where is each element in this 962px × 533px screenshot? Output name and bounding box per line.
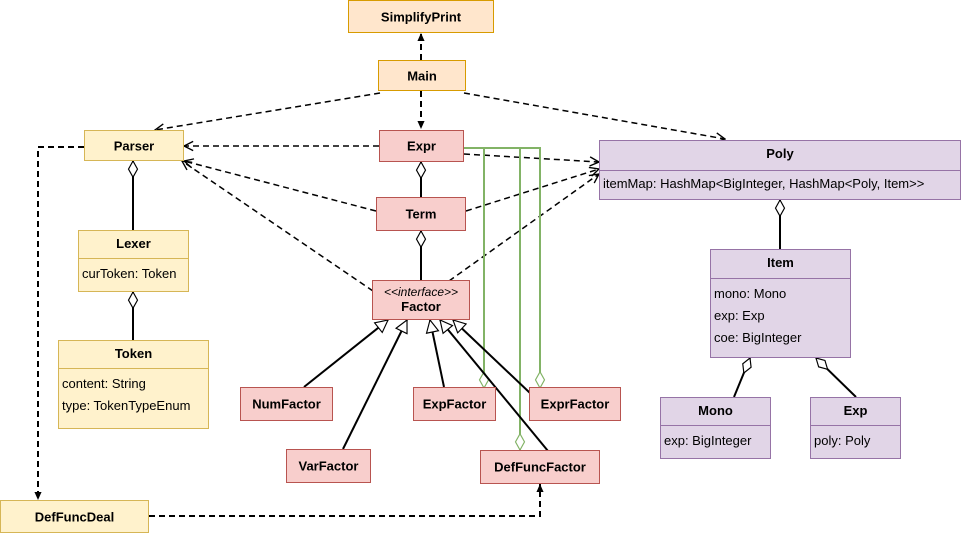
class-varfactor[interactable]: VarFactor	[286, 449, 371, 483]
class-item-field: mono: Mono	[714, 286, 787, 301]
class-deffuncfactor-name: DefFuncFactor	[494, 459, 586, 475]
impl-deffuncfactor-factor	[440, 320, 549, 452]
class-lexer[interactable]: Lexer curToken: Token	[78, 230, 189, 292]
class-exprfactor[interactable]: ExprFactor	[529, 387, 621, 421]
class-simplifyprint-name: SimplifyPrint	[380, 9, 462, 24]
class-exp-fields: poly: Poly	[811, 426, 900, 452]
class-exp[interactable]: Exp poly: Poly	[810, 397, 901, 459]
class-token-name: Token	[59, 341, 208, 369]
impl-numfactor-factor	[303, 320, 388, 388]
class-term-name: Term	[405, 206, 437, 222]
class-simplifyprint[interactable]: SimplifyPrint	[348, 0, 494, 33]
class-lexer-name: Lexer	[79, 231, 188, 259]
class-factor-stereotype: <<interface>>	[383, 285, 459, 299]
class-item-fields: mono: Mono exp: Exp coe: BigInteger	[711, 279, 850, 349]
class-mono-name: Mono	[661, 398, 770, 426]
dep-main-parser	[155, 92, 381, 130]
class-deffuncdeal[interactable]: DefFuncDeal	[0, 500, 149, 533]
class-poly-name: Poly	[600, 141, 960, 171]
impl-varfactor-factor	[342, 320, 408, 450]
class-mono-fields: exp: BigInteger	[661, 426, 770, 452]
class-parser[interactable]: Parser	[84, 130, 184, 161]
dep-factor-poly	[448, 174, 599, 282]
dep-term-poly	[465, 169, 599, 212]
agg-exp-item	[816, 358, 857, 398]
class-deffuncfactor[interactable]: DefFuncFactor	[480, 450, 600, 484]
agg-mono-item	[733, 358, 750, 398]
class-token-field: content: String	[62, 376, 146, 391]
agg-expr-exprfactor	[464, 147, 540, 388]
dep-factor-parser	[182, 161, 374, 292]
impl-expfactor-factor	[430, 320, 445, 388]
class-item-name: Item	[711, 250, 850, 279]
class-mono[interactable]: Mono exp: BigInteger	[660, 397, 771, 459]
class-factor-name: Factor	[401, 299, 441, 314]
class-item-field: exp: Exp	[714, 308, 765, 323]
class-factor[interactable]: <<interface>> Factor	[372, 280, 470, 320]
dep-parser-deffuncdeal	[34, 146, 84, 500]
class-mono-field: exp: BigInteger	[664, 433, 752, 448]
class-lexer-field: curToken: Token	[82, 266, 177, 281]
class-exp-field: poly: Poly	[814, 433, 871, 448]
class-deffuncdeal-name: DefFuncDeal	[34, 509, 115, 524]
class-poly-fields: itemMap: HashMap<BigInteger, HashMap<Pol…	[600, 171, 960, 195]
class-term[interactable]: Term	[376, 197, 466, 231]
dep-deffuncdeal-deffuncfactor	[149, 484, 544, 517]
class-exp-name: Exp	[811, 398, 900, 426]
class-expr-name: Expr	[407, 138, 436, 154]
class-token-field: type: TokenTypeEnum	[62, 398, 191, 413]
class-token[interactable]: Token content: String type: TokenTypeEnu…	[58, 340, 209, 429]
class-item[interactable]: Item mono: Mono exp: Exp coe: BigInteger	[710, 249, 851, 358]
dep-main-poly	[463, 92, 725, 139]
dep-term-parser	[184, 161, 377, 212]
class-poly-field: itemMap: HashMap<BigInteger, HashMap<Pol…	[603, 176, 925, 191]
dep-expr-poly	[463, 153, 599, 162]
class-expr[interactable]: Expr	[379, 130, 464, 162]
class-lexer-fields: curToken: Token	[79, 259, 188, 285]
class-numfactor-name: NumFactor	[252, 396, 321, 412]
class-exprfactor-name: ExprFactor	[540, 396, 610, 412]
class-poly[interactable]: Poly itemMap: HashMap<BigInteger, HashMa…	[599, 140, 961, 200]
class-parser-name: Parser	[113, 138, 155, 153]
class-token-fields: content: String type: TokenTypeEnum	[59, 369, 208, 417]
class-varfactor-name: VarFactor	[298, 458, 359, 474]
class-expfactor[interactable]: ExpFactor	[413, 387, 496, 421]
class-expfactor-name: ExpFactor	[422, 396, 487, 412]
class-numfactor[interactable]: NumFactor	[240, 387, 333, 421]
class-main[interactable]: Main	[378, 60, 466, 91]
impl-exprfactor-factor	[453, 320, 531, 394]
class-main-name: Main	[407, 68, 437, 83]
class-item-field: coe: BigInteger	[714, 330, 802, 345]
